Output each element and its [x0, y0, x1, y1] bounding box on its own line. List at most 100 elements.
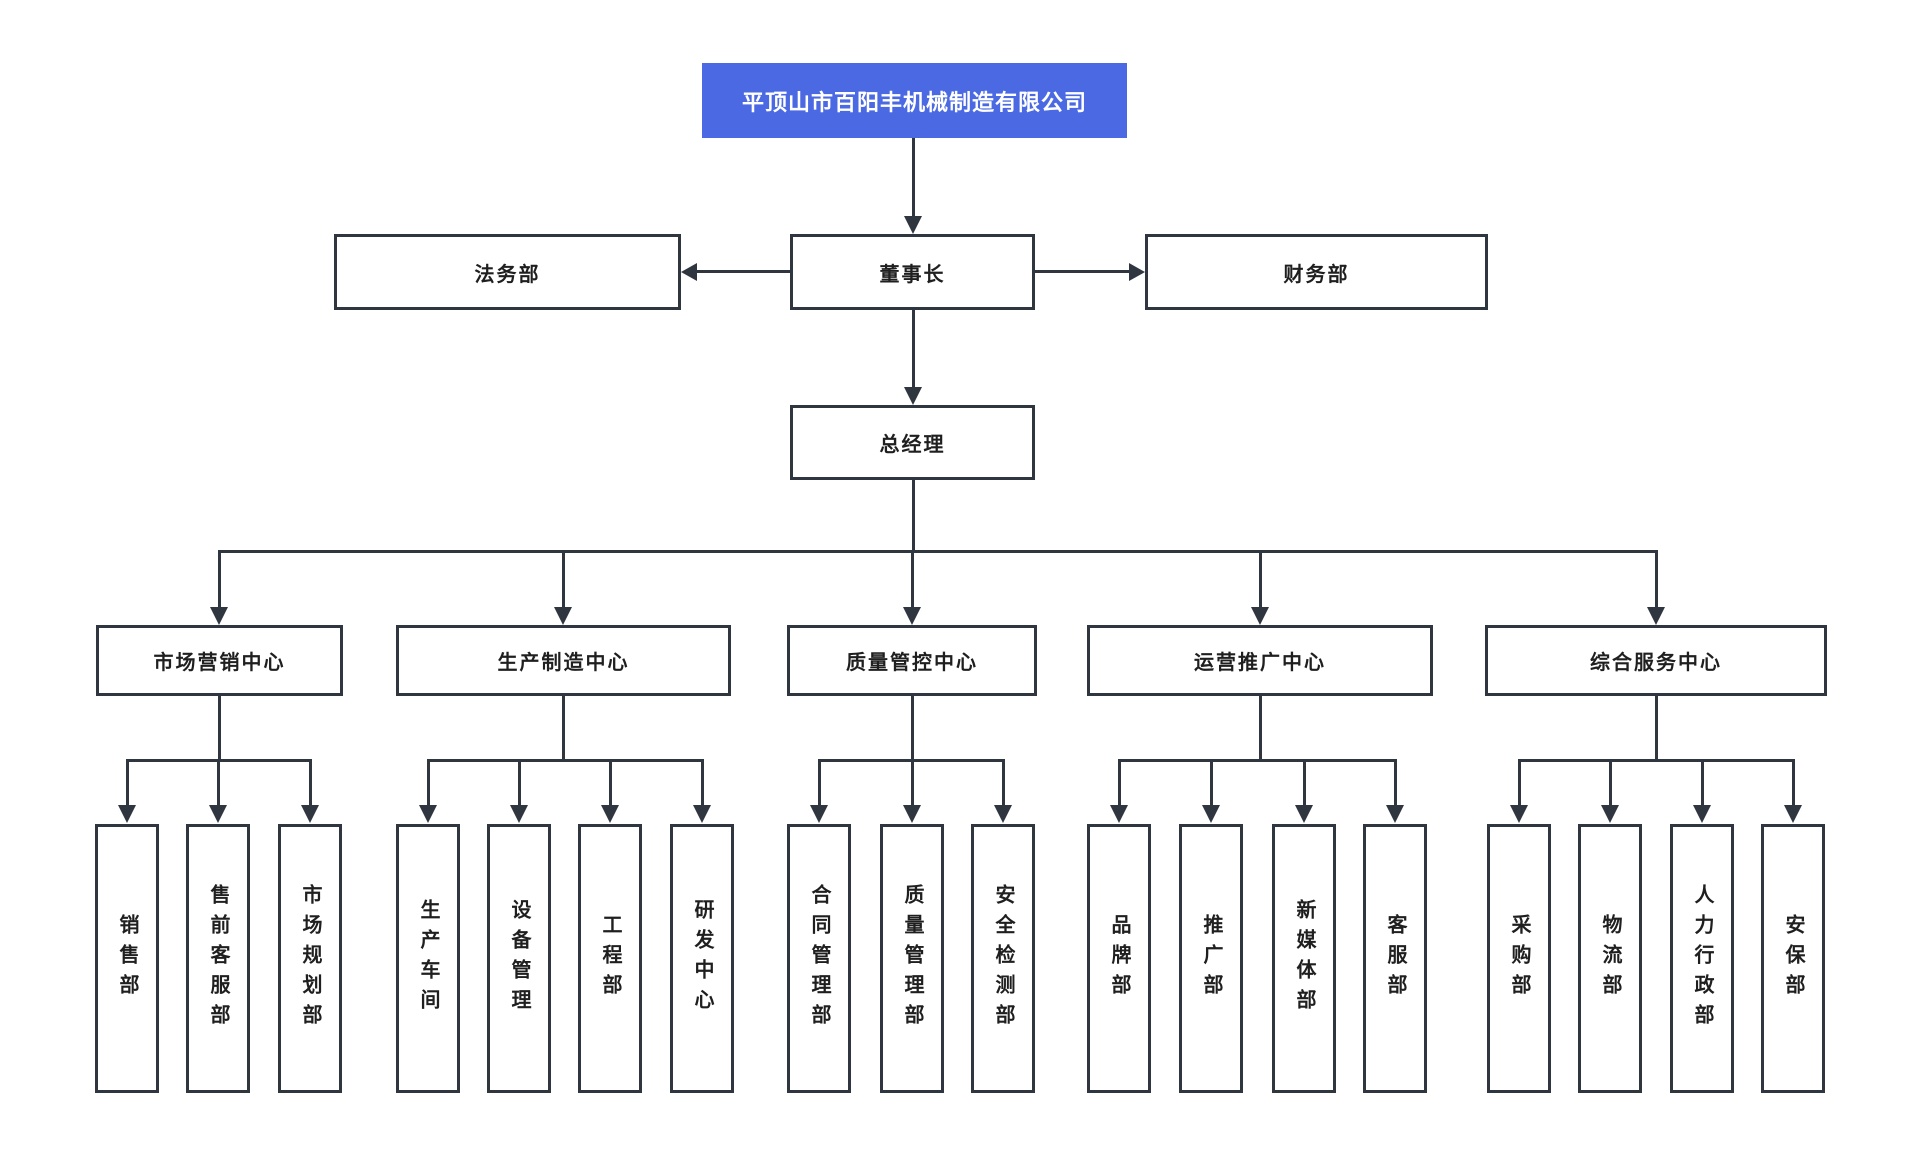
new-media-dept-label: 新媒体部 [1293, 898, 1315, 1019]
hr-admin-dept-node: 人力行政部 [1670, 824, 1734, 1093]
chairman-label: 董事长 [879, 263, 946, 286]
services-center-label: 综合服务中心 [1590, 652, 1722, 674]
company-root-label: 平顶山市百阳丰机械制造有限公司 [741, 89, 1087, 115]
rd-center-node: 研发中心 [670, 824, 734, 1093]
hr-admin-dept-label: 人力行政部 [1691, 883, 1713, 1034]
safety-inspection-dept-label: 安全检测部 [992, 883, 1014, 1034]
connector-line [817, 759, 821, 805]
safety-inspection-dept-node: 安全检测部 [971, 824, 1035, 1093]
connector-line [1117, 759, 1121, 805]
equipment-management-node: 设备管理 [487, 824, 551, 1093]
legal-dept-node: 法务部 [334, 234, 681, 310]
connector-line [1654, 551, 1658, 607]
customer-service-dept-node: 客服部 [1363, 824, 1427, 1093]
operations-center-node: 运营推广中心 [1087, 625, 1433, 696]
connector-line [125, 759, 129, 805]
arrow-down-icon [419, 805, 437, 823]
arrow-down-icon [994, 805, 1012, 823]
arrow-down-icon [1693, 805, 1711, 823]
market-planning-dept-label: 市场规划部 [299, 883, 321, 1034]
logistics-dept-label: 物流部 [1599, 913, 1621, 1004]
security-dept-label: 安保部 [1782, 913, 1804, 1004]
arrow-down-icon [1510, 805, 1528, 823]
customer-service-dept-label: 客服部 [1384, 913, 1406, 1004]
contract-management-dept-node: 合同管理部 [787, 824, 851, 1093]
marketing-center-node: 市场营销中心 [96, 625, 343, 696]
sales-dept-label: 销售部 [116, 913, 138, 1004]
connector-line [217, 696, 221, 761]
arrow-down-icon [903, 607, 921, 625]
services-center-node: 综合服务中心 [1485, 625, 1827, 696]
connector-line [216, 759, 220, 805]
arrow-down-icon [1295, 805, 1313, 823]
presales-service-dept-label: 售前客服部 [207, 883, 229, 1034]
security-dept-node: 安保部 [1761, 824, 1825, 1093]
connector-line [561, 696, 565, 761]
connector-line [561, 551, 565, 607]
quality-center-label: 质量管控中心 [846, 652, 978, 674]
connector-line [1117, 759, 1397, 762]
promotion-dept-label: 推广部 [1200, 913, 1222, 1004]
connector-line [910, 759, 914, 805]
production-center-node: 生产制造中心 [396, 625, 731, 696]
arrow-down-icon [904, 387, 922, 405]
arrow-down-icon [1784, 805, 1802, 823]
arrow-down-icon [554, 607, 572, 625]
connector-line [911, 480, 915, 552]
production-workshop-node: 生产车间 [396, 824, 460, 1093]
connector-line [1791, 759, 1795, 805]
arrow-left-icon [681, 262, 697, 281]
production-center-label: 生产制造中心 [497, 652, 630, 674]
finance-dept-node: 财务部 [1145, 234, 1488, 310]
connector-line [697, 270, 790, 273]
connector-line [910, 696, 914, 761]
production-workshop-label: 生产车间 [417, 898, 439, 1019]
marketing-center-label: 市场营销中心 [153, 652, 286, 674]
arrow-down-icon [601, 805, 619, 823]
connector-line [426, 759, 704, 762]
connector-line [910, 551, 914, 607]
arrow-down-icon [904, 216, 922, 234]
arrow-down-icon [209, 805, 227, 823]
procurement-dept-node: 采购部 [1487, 824, 1551, 1093]
equipment-management-label: 设备管理 [508, 898, 530, 1019]
rd-center-label: 研发中心 [691, 898, 713, 1019]
arrow-down-icon [210, 607, 228, 625]
arrow-down-icon [903, 805, 921, 823]
connector-line [1258, 551, 1262, 607]
connector-line [1654, 696, 1658, 761]
arrow-down-icon [1251, 607, 1269, 625]
contract-management-dept-label: 合同管理部 [808, 883, 830, 1034]
arrow-down-icon [301, 805, 319, 823]
market-planning-dept-node: 市场规划部 [278, 824, 342, 1093]
connector-line [517, 759, 521, 805]
arrow-down-icon [1386, 805, 1404, 823]
engineering-dept-label: 工程部 [599, 913, 621, 1004]
arrow-down-icon [810, 805, 828, 823]
arrow-down-icon [1110, 805, 1128, 823]
connector-line [1608, 759, 1612, 805]
connector-line [1517, 759, 1521, 805]
procurement-dept-label: 采购部 [1508, 913, 1530, 1004]
quality-management-dept-label: 质量管理部 [901, 883, 923, 1034]
connector-line [1393, 759, 1397, 805]
logistics-dept-node: 物流部 [1578, 824, 1642, 1093]
presales-service-dept-node: 售前客服部 [186, 824, 250, 1093]
chairman-node: 董事长 [790, 234, 1035, 310]
arrow-down-icon [118, 805, 136, 823]
connector-line [1035, 270, 1129, 273]
brand-dept-node: 品牌部 [1087, 824, 1151, 1093]
company-root-node: 平顶山市百阳丰机械制造有限公司 [702, 63, 1127, 138]
arrow-down-icon [510, 805, 528, 823]
connector-line [217, 551, 221, 607]
connector-line [1209, 759, 1213, 805]
engineering-dept-node: 工程部 [578, 824, 642, 1093]
connector-line [700, 759, 704, 805]
new-media-dept-node: 新媒体部 [1272, 824, 1336, 1093]
arrow-down-icon [693, 805, 711, 823]
general-manager-label: 总经理 [879, 434, 946, 456]
quality-center-node: 质量管控中心 [787, 625, 1037, 696]
connector-line [1517, 759, 1795, 762]
sales-dept-node: 销售部 [95, 824, 159, 1093]
